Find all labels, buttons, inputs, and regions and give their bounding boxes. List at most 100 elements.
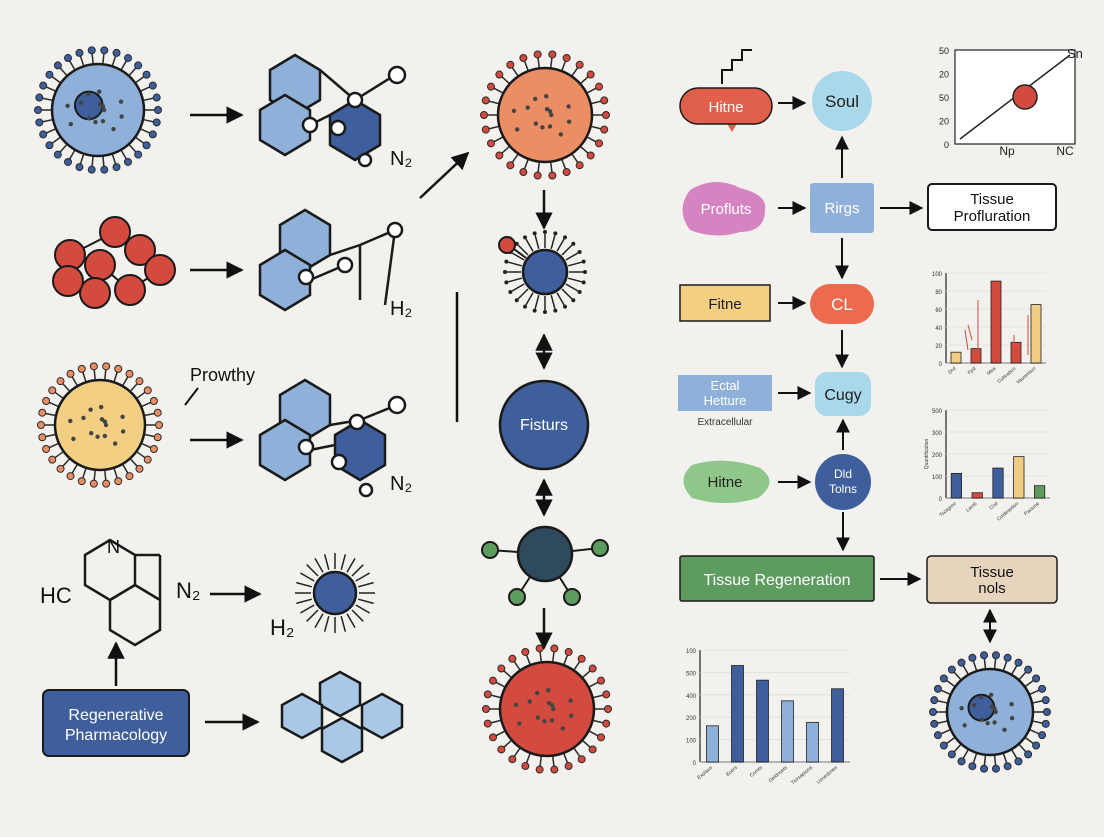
y-tick-label: 60 — [935, 308, 942, 314]
y-tick-label: 300 — [932, 431, 943, 437]
y-tick-label: 20 — [935, 344, 942, 350]
label-hc: HC — [40, 583, 72, 608]
data-point — [1012, 84, 1038, 110]
bar — [706, 725, 719, 763]
flow-arrows — [778, 96, 924, 586]
y-tick-label: 50 — [939, 93, 949, 103]
node-rirgs — [810, 183, 874, 233]
cell-blue-1 — [34, 46, 162, 174]
cell-red — [482, 644, 612, 774]
bar — [990, 280, 1002, 364]
x-tick-label: Fpd — [967, 366, 978, 376]
cell-orange — [480, 50, 610, 180]
x-tick-label: Cnd — [988, 501, 999, 512]
cell-illustrations — [34, 46, 1051, 774]
x-tick-label: Vauvertion — [1015, 366, 1037, 386]
bar — [1013, 456, 1025, 499]
node-cugy — [815, 372, 871, 416]
y-tick-label: 500 — [932, 409, 943, 415]
y-tick-label: 500 — [686, 671, 697, 677]
node-ectal-line2: Hetture — [704, 393, 747, 408]
y-tick-label: 200 — [932, 453, 943, 459]
bar — [970, 348, 982, 364]
annotation: Sn — [1067, 46, 1083, 61]
node-ectal-line1: Ectal — [711, 378, 740, 393]
y-tick-label: 50 — [939, 46, 949, 56]
molecule-2 — [258, 208, 404, 312]
y-tick-label: 100 — [932, 475, 943, 481]
y-tick-label: 400 — [686, 694, 697, 700]
node-tissue-nols — [926, 555, 1058, 604]
label-prowthy: Prowthy — [190, 365, 255, 385]
tissue-proliferation-line1: Tissue — [970, 191, 1014, 208]
x-tick-label: Lamb — [965, 501, 979, 514]
node-ectal — [678, 375, 772, 411]
x-tick-label: Tscagmo — [938, 501, 957, 519]
y-tick-label: 100 — [686, 739, 697, 745]
y-tick-label: 0 — [693, 761, 697, 767]
bar — [950, 351, 962, 364]
bar — [1010, 341, 1022, 364]
x-tick-label: Tiursapiona — [790, 765, 814, 786]
bar — [781, 700, 794, 763]
bar — [950, 472, 963, 499]
whisker — [967, 324, 973, 341]
molecule-1 — [258, 53, 407, 168]
molecule-4 — [83, 538, 162, 647]
left-arrows — [107, 106, 470, 731]
node-dld-line2: Tolns — [829, 482, 857, 496]
label-n2-b: N₂ — [390, 473, 412, 495]
x-tick-label: Drd — [947, 366, 957, 376]
node-hitne-top — [679, 87, 773, 125]
y-tick-label: 80 — [935, 290, 942, 296]
bar — [1034, 485, 1046, 499]
whisker — [964, 329, 969, 351]
node-cl — [810, 284, 874, 324]
node-tissue-proliferation — [927, 183, 1057, 231]
cell-receptor-2 — [295, 553, 375, 633]
node-soul-label: Soul — [825, 92, 859, 111]
molecule-satellite — [481, 525, 609, 606]
node-cugy-label: Cugy — [824, 387, 861, 404]
svg-text:Pharmacology: Pharmacology — [65, 727, 167, 744]
zigzag-signal — [721, 49, 752, 84]
y-tick-label: 100 — [932, 272, 943, 278]
y-tick-label: 200 — [686, 716, 697, 722]
y-tick-label: 0 — [939, 497, 943, 503]
label-n: N — [107, 537, 120, 557]
cell-receptor-1 — [498, 230, 587, 314]
cell-fisturs — [498, 379, 590, 471]
node-tissue-nols-line2: nols — [978, 580, 1006, 597]
x-tick-label: Usnesbnes — [816, 765, 839, 786]
y-axis-label: Quantification — [924, 438, 930, 469]
label-extracellular: Extracellular — [697, 417, 753, 428]
x-tick-label: Coldesetion — [996, 501, 1020, 523]
svg-text:Regenerative: Regenerative — [68, 707, 163, 724]
label-h2-b: H₂ — [270, 615, 294, 640]
bar — [806, 721, 819, 763]
bar — [831, 688, 844, 763]
bar — [992, 467, 1004, 499]
node-fitne — [679, 284, 771, 322]
regenerative-pharmacology-box: Regenerative Pharmacology — [42, 689, 190, 757]
bar — [756, 679, 769, 763]
x-tick-label: Mea — [986, 366, 997, 377]
molecule-3 — [258, 378, 407, 498]
node-dld-line1: Dld — [834, 467, 852, 481]
y-tick-label: 40 — [935, 326, 942, 332]
tissue-proliferation-line2: Profluration — [954, 208, 1031, 225]
x-tick-label: Comts — [749, 765, 764, 779]
label-n2-a: N₂ — [390, 148, 412, 170]
node-profluts — [682, 181, 766, 236]
hexagon-cluster — [280, 670, 404, 764]
label-n2-c: N₂ — [176, 578, 200, 603]
node-hitne-top-label: Hitne — [708, 99, 743, 116]
node-soul — [812, 71, 872, 131]
node-tissue-regeneration-label: Tissue Regeneration — [703, 572, 850, 589]
x-tick-label: Pacsme — [1023, 501, 1041, 517]
